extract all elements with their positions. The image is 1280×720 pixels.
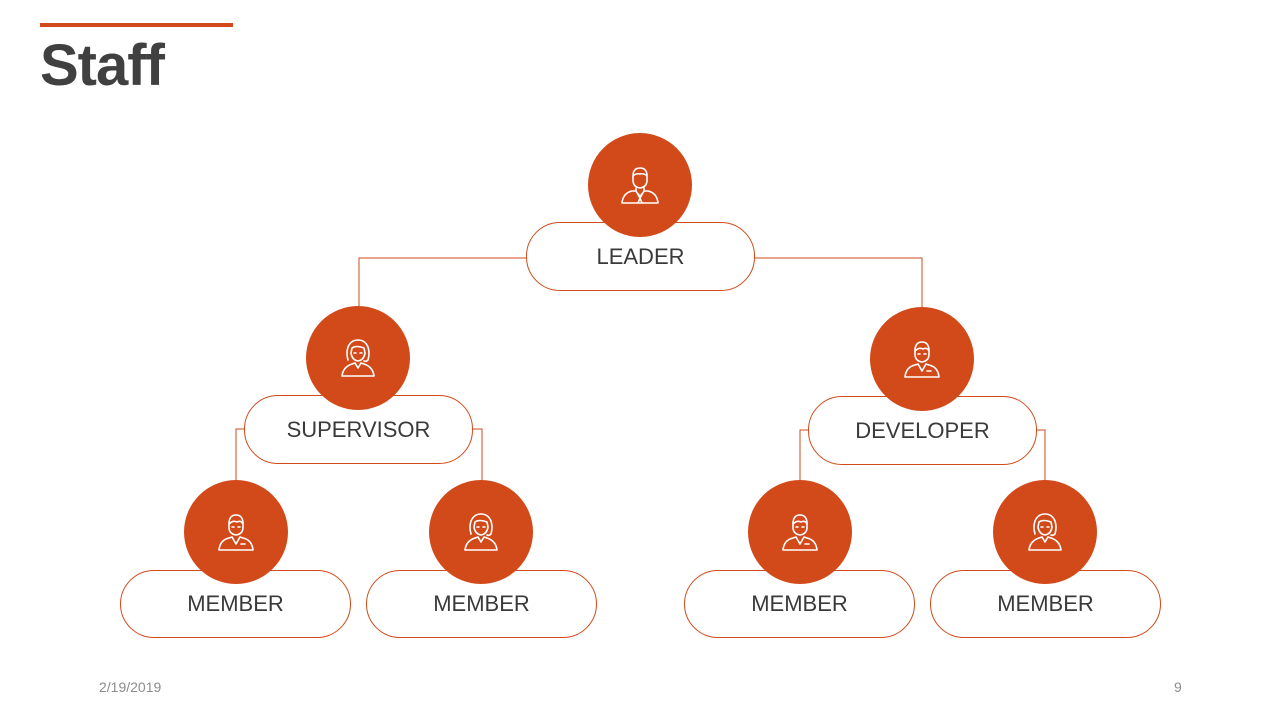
connector-leader-developer [754, 257, 923, 308]
supervisor-label: SUPERVISOR [286, 416, 431, 442]
man-icon [904, 341, 940, 378]
member-4-avatar [993, 480, 1097, 584]
member-2-label: MEMBER [433, 591, 530, 616]
member-1-label: MEMBER [187, 591, 284, 616]
slide-date: 2/19/2019 [99, 679, 162, 695]
member-2-avatar [429, 480, 533, 584]
leader-label: LEADER [596, 243, 685, 269]
title-accent-bar [40, 23, 233, 27]
developer-avatar [870, 307, 974, 411]
woman-icon [1028, 513, 1062, 551]
man-icon [782, 514, 818, 551]
connector-supervisor-member-2 [472, 428, 483, 482]
member-3-label: MEMBER [751, 591, 848, 616]
woman-icon [464, 513, 498, 551]
member-4-label: MEMBER [997, 591, 1094, 616]
man-icon [218, 514, 254, 551]
supervisor-avatar [306, 306, 410, 410]
connector-developer-member-3 [799, 429, 808, 482]
slide-title: Staff [40, 33, 165, 98]
leader-avatar [588, 133, 692, 237]
member-3-avatar [748, 480, 852, 584]
member-1-avatar [184, 480, 288, 584]
connector-supervisor-member-1 [235, 428, 244, 482]
developer-label-box: DEVELOPER [808, 396, 1037, 465]
supervisor-label-box: SUPERVISOR [244, 395, 473, 464]
connector-leader-supervisor [358, 257, 526, 306]
woman-icon [341, 339, 375, 377]
developer-label: DEVELOPER [855, 417, 990, 443]
slide-page-number: 9 [1174, 679, 1182, 695]
connector-developer-member-4 [1037, 429, 1046, 482]
man-tie-icon [621, 167, 659, 204]
